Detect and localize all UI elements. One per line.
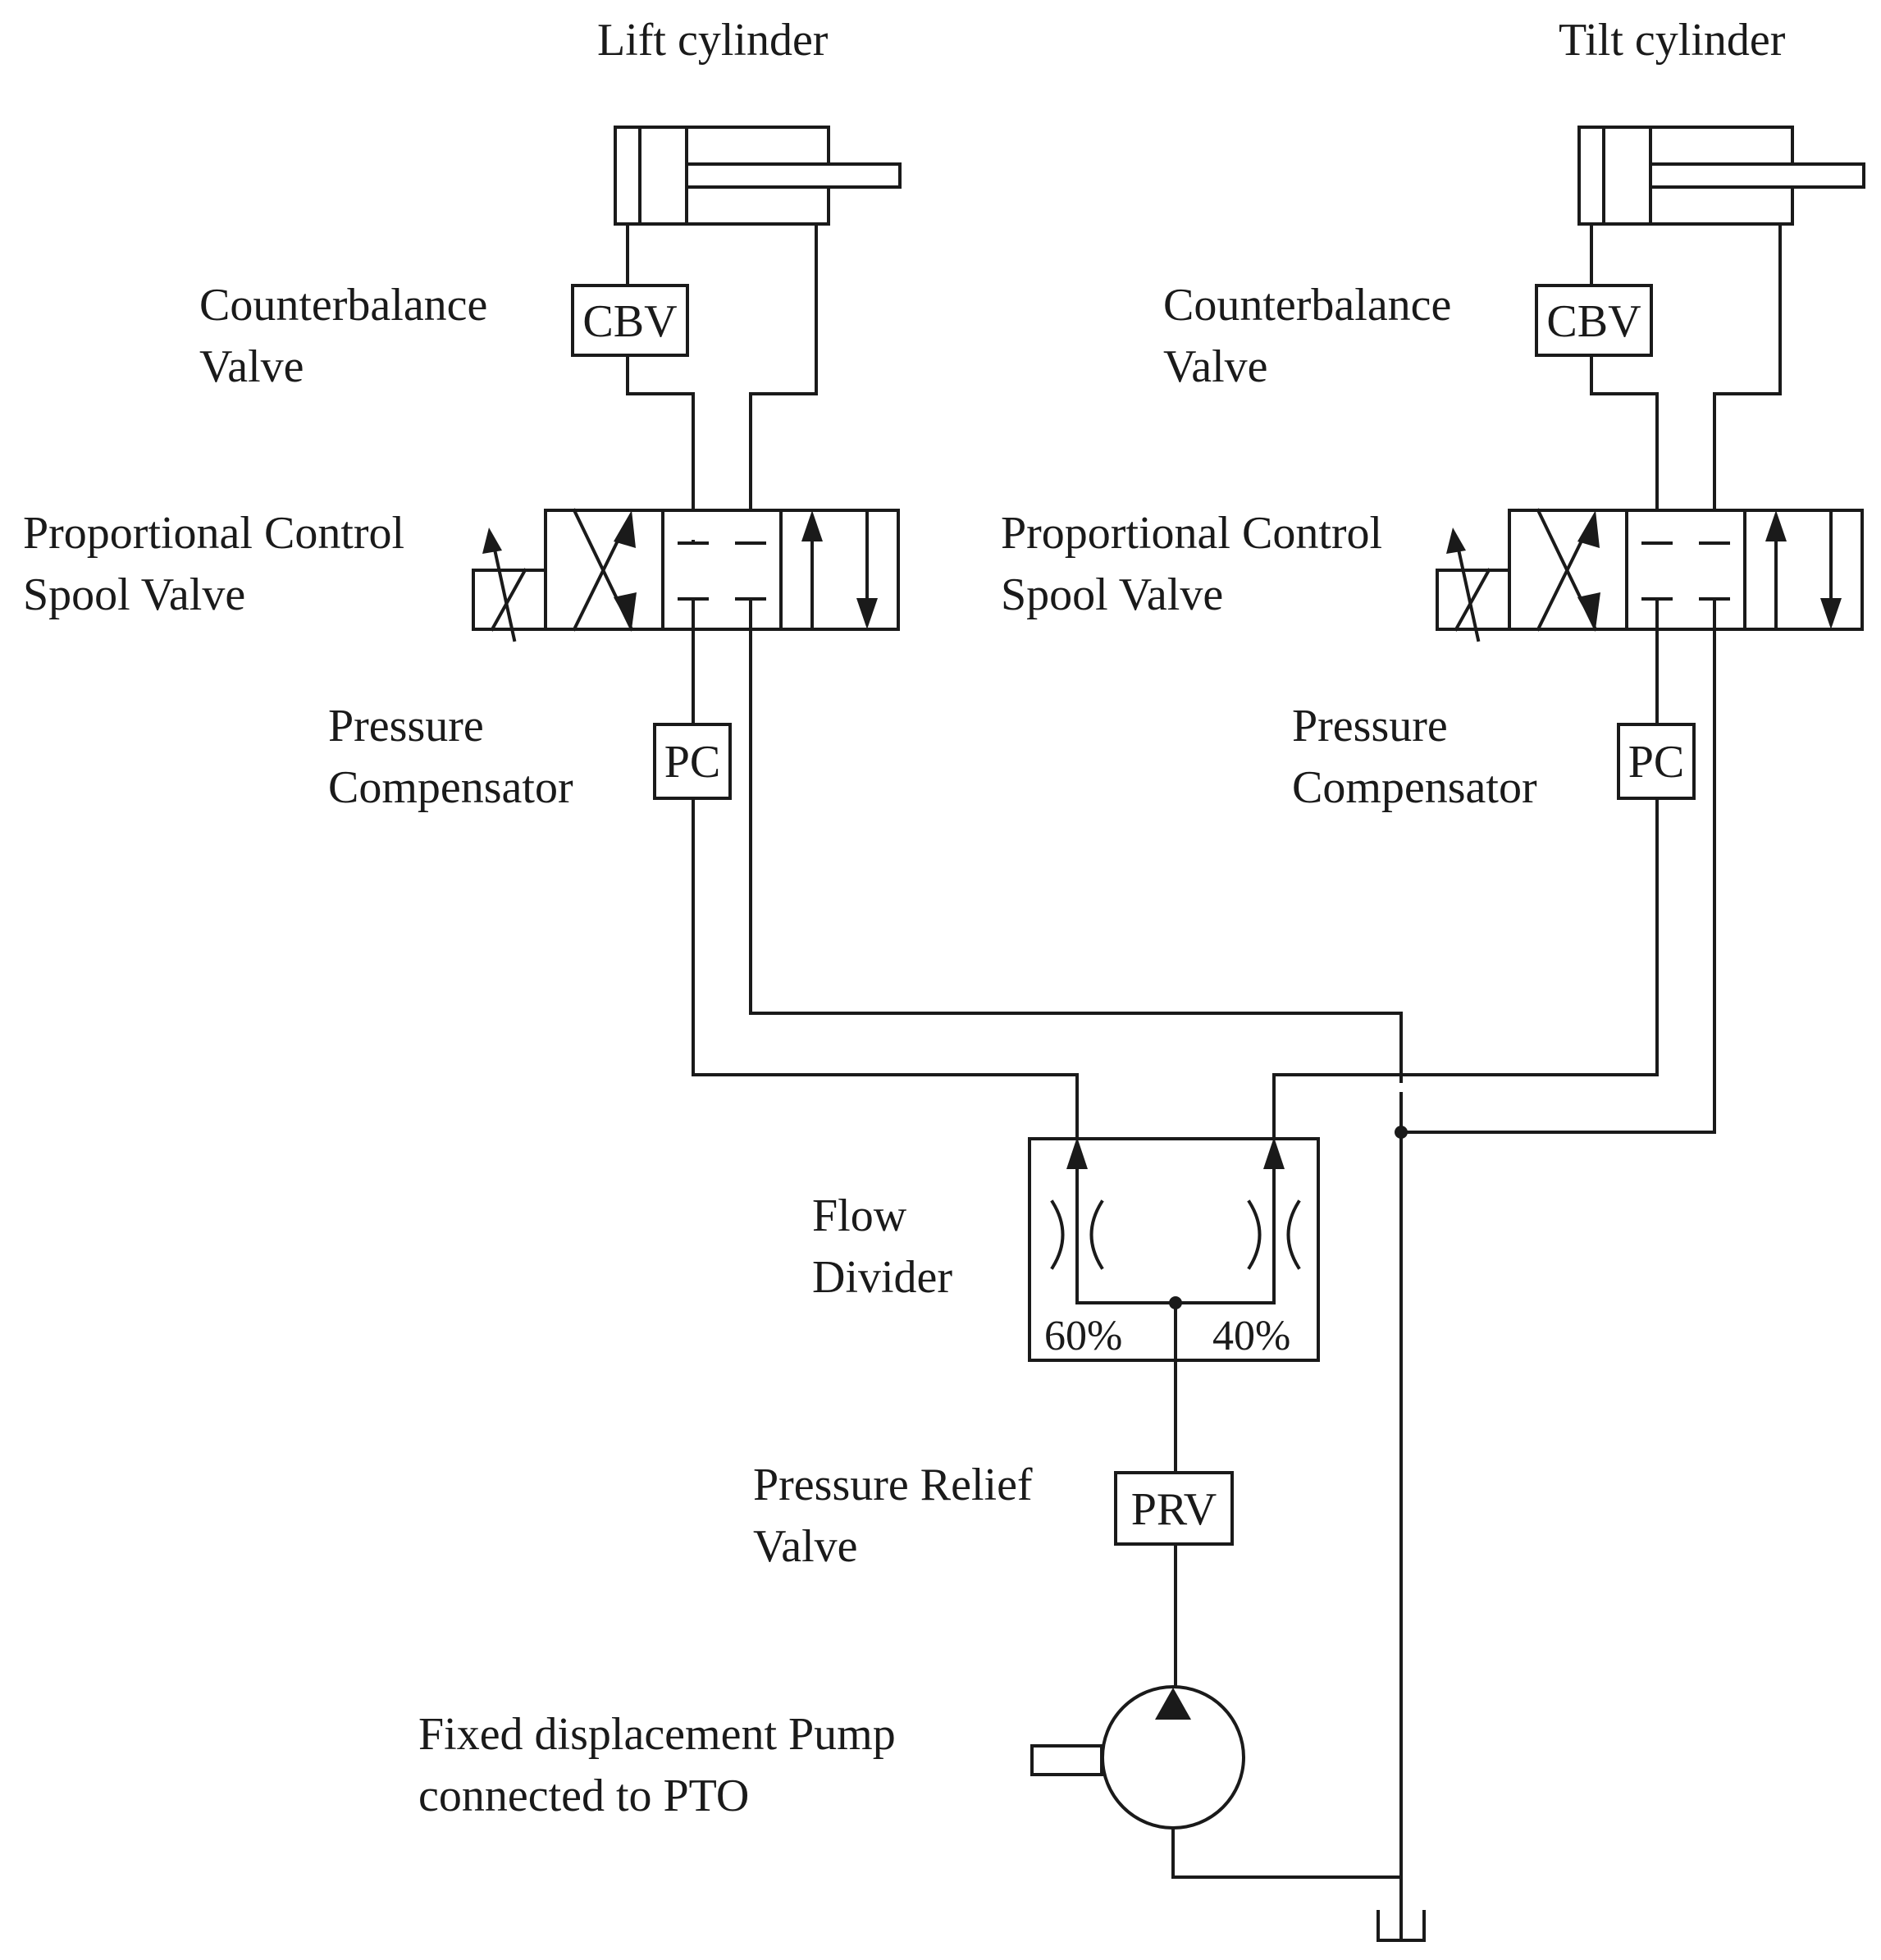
tilt-spool-label-2: Spool Valve <box>1001 569 1223 620</box>
lift-cylinder-label: Lift cylinder <box>597 15 829 66</box>
tilt-pc-to-divider-line <box>1272 797 1659 1150</box>
tilt-cbv-text: CBV <box>1546 296 1641 347</box>
lift-pc-label-2: Compensator <box>328 762 573 813</box>
lift-spool-label-2: Spool Valve <box>23 569 245 620</box>
lift-cbv-label-1: Counterbalance <box>199 280 487 331</box>
tank-return <box>1377 1057 1426 1942</box>
tilt-cyl-return-line <box>1713 222 1782 543</box>
tilt-cylinder <box>1577 126 1865 226</box>
lift-pc-box <box>653 723 732 800</box>
lift-pc-to-divider-line <box>692 797 1079 1150</box>
lift-cyl-return-line <box>749 222 818 543</box>
flow-divider <box>1028 1137 1320 1362</box>
lift-cbv-text: CBV <box>582 296 677 347</box>
prv-label-1: Pressure Relief <box>753 1460 1033 1510</box>
tank-icon <box>1377 1910 1426 1942</box>
tilt-pc-box <box>1617 723 1696 800</box>
tilt-cbv-box <box>1535 284 1653 357</box>
lift-cylinder <box>614 126 902 226</box>
lift-cbv-to-spool-line <box>626 354 695 543</box>
tilt-cbv-label-1: Counterbalance <box>1163 280 1451 331</box>
lift-spool-label-1: Proportional Control <box>23 508 404 559</box>
lift-cbv-box <box>571 284 689 357</box>
lift-pc-text: PC <box>664 737 721 788</box>
tilt-pc-text: PC <box>1628 737 1685 788</box>
pump-symbol <box>1030 1685 1403 1879</box>
tilt-spool-label-1: Proportional Control <box>1001 508 1382 559</box>
lift-branch <box>472 126 1403 1150</box>
prv-text: PRV <box>1131 1484 1217 1535</box>
tilt-cbv-label-2: Valve <box>1163 341 1268 392</box>
lift-return-to-tank-line <box>749 628 1403 1060</box>
tilt-cylinder-label: Tilt cylinder <box>1559 15 1786 66</box>
lift-pc-label-1: Pressure <box>328 701 484 752</box>
flow-split-right: 40% <box>1212 1313 1290 1359</box>
prv-label-2: Valve <box>753 1521 858 1572</box>
flow-divider-label-1: Flow <box>812 1190 907 1241</box>
tilt-spool-valve <box>1436 508 1864 642</box>
prv-box <box>1114 1471 1234 1546</box>
tilt-pc-label-2: Compensator <box>1292 762 1537 813</box>
tilt-pc-label-1: Pressure <box>1292 701 1448 752</box>
lift-cbv-label-2: Valve <box>199 341 304 392</box>
pump-label-2: connected to PTO <box>418 1770 749 1821</box>
flow-divider-label-2: Divider <box>812 1252 952 1303</box>
flow-split-left: 60% <box>1044 1313 1122 1359</box>
tilt-return-to-tank-line <box>1399 628 1716 1134</box>
tilt-cbv-to-spool-line <box>1590 354 1659 543</box>
lift-spool-valve <box>472 508 900 642</box>
pump-label-1: Fixed displacement Pump <box>418 1709 896 1760</box>
tilt-branch <box>1272 126 1865 1150</box>
